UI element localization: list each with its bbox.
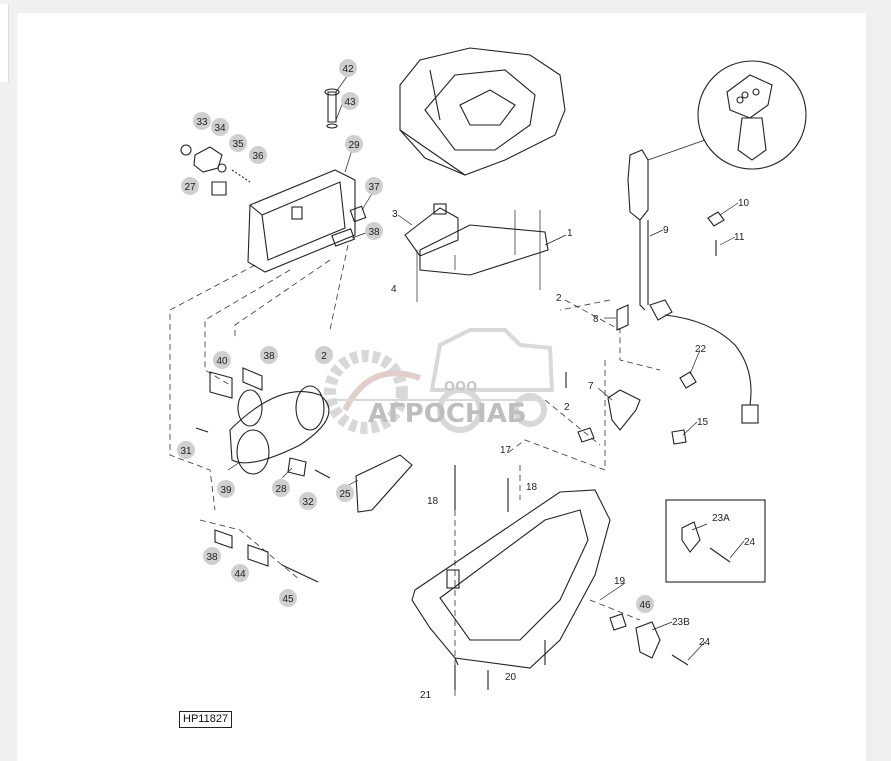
knob-and-spring-hardware (180, 88, 340, 196)
callout-circle-25: 25 (336, 484, 354, 502)
svg-text:28: 28 (275, 484, 287, 495)
callout-circle-38a: 38 (365, 222, 383, 240)
handle-detail-inset (647, 60, 807, 170)
callout-18b: 18 (526, 482, 538, 493)
callout-3: 3 (392, 209, 398, 220)
box-spacers (331, 205, 367, 247)
callout-leaders (227, 74, 745, 661)
callout-circle-42: 42 (339, 59, 357, 77)
figure-code-label: HP11827 (179, 711, 233, 728)
svg-text:29: 29 (348, 140, 360, 151)
bolts (454, 465, 509, 690)
callout-10: 10 (738, 198, 750, 209)
callout-circle-38c: 38 (203, 547, 221, 565)
callout-circle-43: 43 (341, 92, 359, 110)
svg-text:32: 32 (302, 497, 314, 508)
svg-text:2: 2 (321, 351, 327, 362)
svg-text:37: 37 (368, 182, 380, 193)
callout-circle-33: 33 (193, 112, 211, 130)
callout-circle-31: 31 (177, 441, 195, 459)
callout-21: 21 (420, 690, 432, 701)
callout-circle-36: 36 (249, 146, 267, 164)
mounting-plate (404, 203, 549, 302)
callout-8: 8 (593, 314, 599, 325)
callout-23b: 23B (672, 617, 690, 628)
callout-20: 20 (505, 672, 517, 683)
callout-17: 17 (500, 445, 512, 456)
callout-24b: 24 (699, 637, 711, 648)
callout-22: 22 (695, 344, 707, 355)
callout-23a: 23A (712, 513, 730, 524)
callout-18a: 18 (427, 496, 439, 507)
svg-text:38: 38 (206, 552, 218, 563)
callout-circle-32: 32 (299, 492, 317, 510)
shift-lever (627, 149, 759, 424)
diagram-sheet (17, 13, 866, 761)
callout-circle-37: 37 (365, 177, 383, 195)
svg-text:45: 45 (282, 594, 294, 605)
watermark: ООО АГРОСНАБ (324, 328, 555, 434)
callout-19: 19 (614, 576, 626, 587)
callout-circle-29: 29 (345, 135, 363, 153)
svg-text:38: 38 (368, 227, 380, 238)
bracket-23b (609, 613, 689, 666)
callout-11: 11 (734, 232, 745, 243)
svg-text:36: 36 (252, 151, 264, 162)
svg-text:39: 39 (220, 485, 232, 496)
callout-circle-45: 45 (279, 589, 297, 607)
callout-circle-46: 46 (636, 595, 654, 613)
callout-circle-38b: 38 (260, 346, 278, 364)
watermark-prefix: ООО (444, 380, 477, 395)
control-console-housing (399, 47, 566, 176)
callout-circle-39: 39 (217, 480, 235, 498)
callout-circle-28: 28 (272, 479, 290, 497)
callout-9: 9 (663, 225, 669, 236)
svg-text:31: 31 (180, 446, 192, 457)
callout-circle-34: 34 (211, 118, 229, 136)
lower-tray-housing (411, 489, 611, 669)
callout-circle-40: 40 (213, 351, 231, 369)
svg-text:40: 40 (216, 356, 228, 367)
svg-text:42: 42 (342, 64, 354, 75)
right-hardware (565, 211, 725, 445)
callout-2a: 2 (556, 293, 562, 304)
callout-circle-35: 35 (229, 134, 247, 152)
callout-7: 7 (588, 381, 594, 392)
svg-text:38: 38 (263, 351, 275, 362)
callout-2b: 2 (564, 402, 570, 413)
svg-text:33: 33 (196, 117, 208, 128)
callout-1: 1 (567, 228, 573, 239)
callout-circle-26: 2 (315, 346, 333, 364)
svg-text:25: 25 (339, 489, 351, 500)
control-box-29 (247, 169, 356, 273)
svg-text:35: 35 (232, 139, 244, 150)
svg-text:43: 43 (344, 97, 356, 108)
svg-text:34: 34 (214, 123, 226, 134)
svg-text:27: 27 (184, 182, 196, 193)
assembly-dashed-lines (169, 244, 661, 700)
callout-circle-44: 44 (231, 564, 249, 582)
inset-23a (665, 499, 766, 583)
lower-pin-stack (214, 529, 319, 583)
drive-chain-assembly (195, 367, 413, 513)
callout-24a: 24 (744, 537, 756, 548)
svg-text:46: 46 (639, 600, 651, 611)
callout-4: 4 (391, 284, 397, 295)
svg-text:44: 44 (234, 569, 246, 580)
callout-15: 15 (697, 417, 709, 428)
callout-circle-27: 27 (181, 177, 199, 195)
left-panel-edge (0, 4, 9, 82)
watermark-name: АГРОСНАБ (368, 399, 527, 429)
